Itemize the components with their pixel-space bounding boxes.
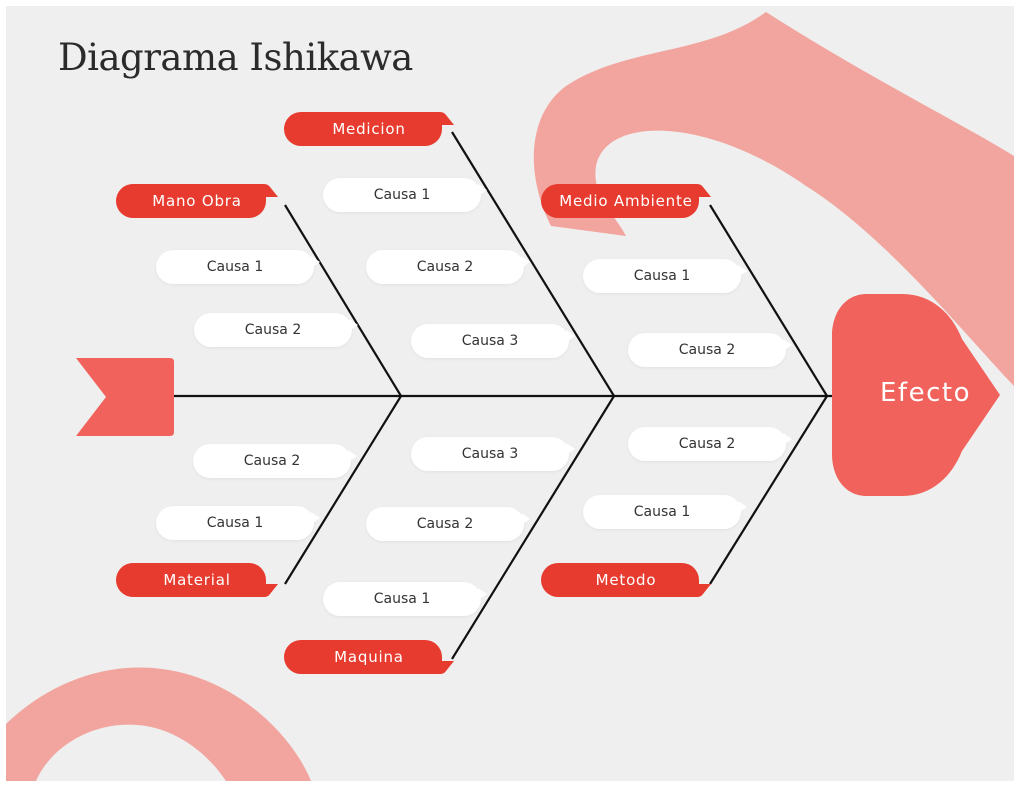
bone-medio-ambiente (709, 204, 828, 397)
fish-tail-shape (76, 358, 174, 436)
category-medio-ambiente[interactable]: Medio Ambiente (541, 184, 711, 218)
ribbon-top-right (533, 12, 1014, 386)
tag-shape (284, 640, 454, 674)
category-label: Maquina (334, 648, 404, 666)
page-title: Diagrama Ishikawa (58, 36, 413, 79)
cause-maquina-3[interactable]: Causa 3 (411, 437, 575, 471)
category-label: Medio Ambiente (559, 192, 693, 210)
tag-shape (116, 563, 278, 597)
cause-maquina-2[interactable]: Causa 2 (366, 507, 530, 541)
cause-mano-obra-1[interactable]: Causa 1 (156, 250, 320, 284)
tag-shape (284, 112, 454, 146)
category-medicion[interactable]: Medicion (284, 112, 454, 146)
tag-shape (541, 184, 711, 218)
cause-metodo-2[interactable]: Causa 2 (628, 427, 792, 461)
bone-material (284, 395, 402, 585)
decorative-ribbons (6, 12, 1014, 781)
cause-medio-ambiente-1[interactable]: Causa 1 (583, 259, 747, 293)
cause-medio-ambiente-2[interactable]: Causa 2 (628, 333, 792, 367)
effect-heart-shape (832, 294, 1000, 496)
category-material[interactable]: Material (116, 563, 278, 597)
cause-material-1[interactable]: Causa 1 (156, 506, 320, 540)
tag-shape (541, 563, 711, 597)
category-label: Material (163, 571, 231, 589)
cause-medicion-1[interactable]: Causa 1 (323, 178, 487, 212)
cause-medicion-3[interactable]: Causa 3 (411, 324, 575, 358)
tag-shape (116, 184, 278, 218)
category-maquina[interactable]: Maquina (284, 640, 454, 674)
category-label: Medicion (332, 120, 406, 138)
fishbone-lines (171, 131, 851, 660)
diagram-canvas: Diagrama Ishikawa Efecto Mano Obra Medic… (6, 6, 1014, 781)
cause-maquina-1[interactable]: Causa 1 (323, 582, 487, 616)
cause-mano-obra-2[interactable]: Causa 2 (194, 313, 358, 347)
bone-metodo (709, 395, 828, 585)
category-label: Mano Obra (152, 192, 242, 210)
bone-medicion (451, 131, 615, 397)
bone-maquina (451, 395, 615, 660)
effect-label: Efecto (880, 378, 971, 408)
cause-metodo-1[interactable]: Causa 1 (583, 495, 747, 529)
bone-mano-obra (284, 204, 402, 397)
category-metodo[interactable]: Metodo (541, 563, 711, 597)
ribbon-bottom-left (6, 667, 311, 781)
category-label: Metodo (595, 571, 657, 589)
cause-material-2[interactable]: Causa 2 (193, 444, 357, 478)
category-mano-obra[interactable]: Mano Obra (116, 184, 278, 218)
cause-medicion-2[interactable]: Causa 2 (366, 250, 530, 284)
